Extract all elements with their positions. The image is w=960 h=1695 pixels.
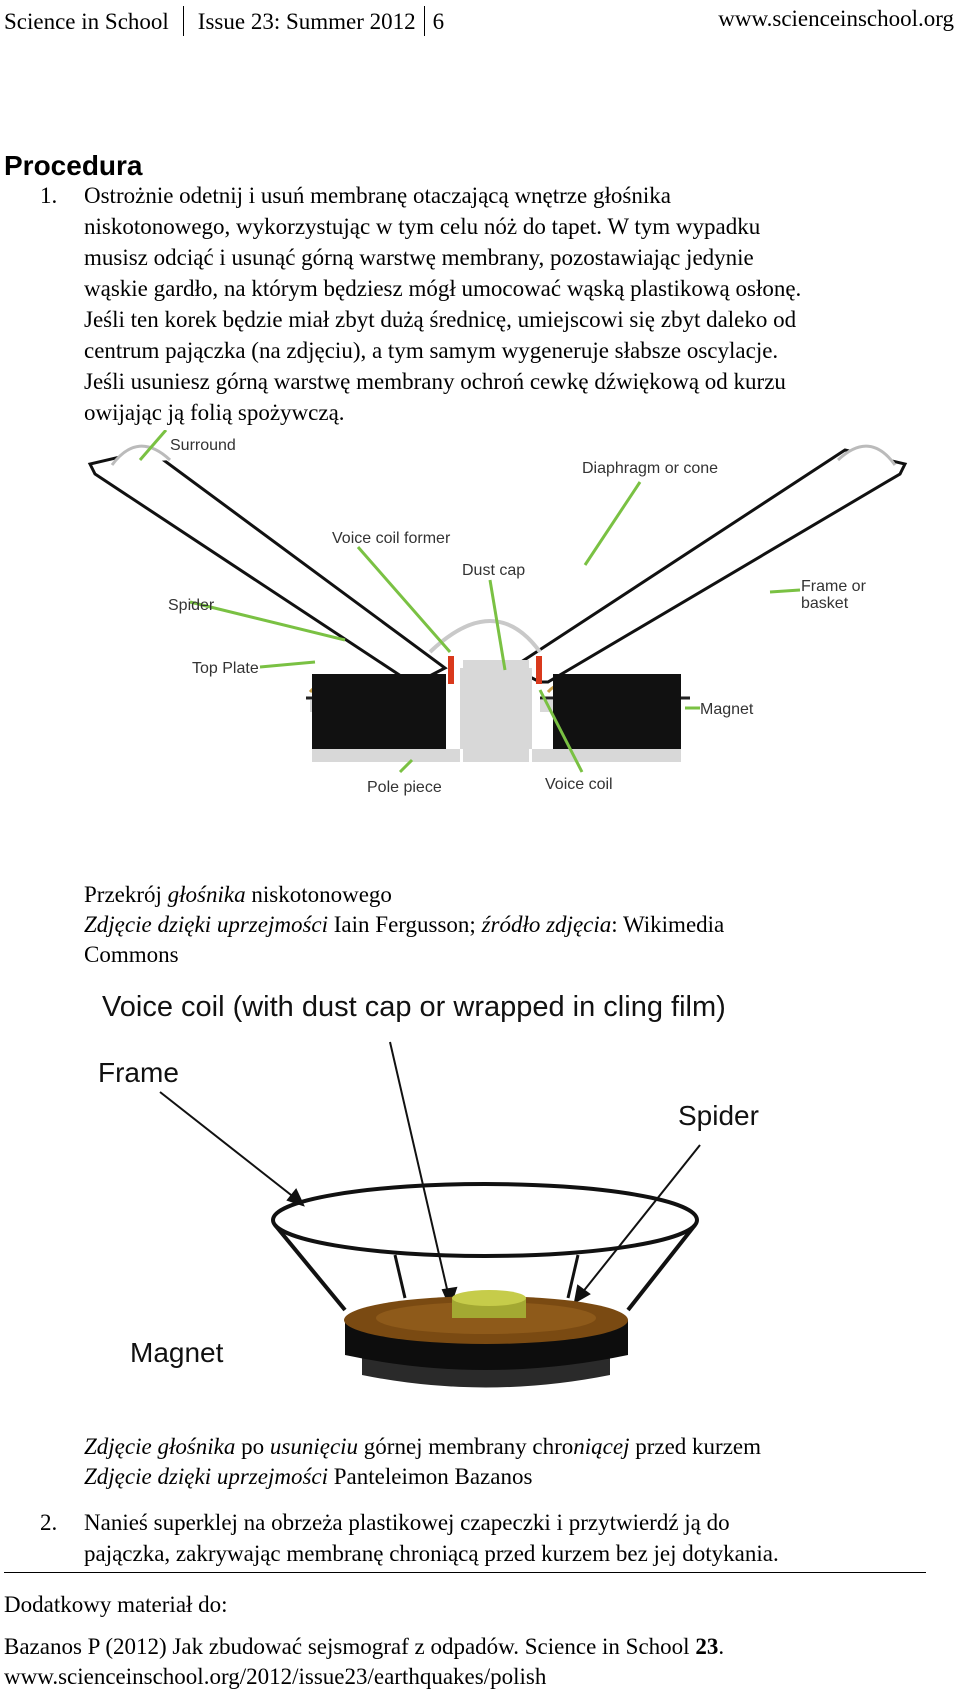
left-cone — [87, 448, 448, 684]
frame-ring — [271, 1182, 699, 1258]
caption-text: górnej membrany chro — [358, 1434, 574, 1459]
reference-volume: 23 — [695, 1634, 719, 1659]
label-voice-coil: Voice coil — [545, 776, 613, 793]
reference-text: . — [718, 1634, 725, 1659]
label-dust-cap: Dust cap — [462, 562, 525, 579]
text-line: Jeśli ten korek będzie miał zbyt dużą śr… — [84, 307, 797, 332]
figure-2-caption: Zdjęcie głośnika po usunięciu górnej mem… — [84, 1432, 954, 1492]
step-1-number: 1. — [40, 183, 58, 208]
caption-text: Przekrój — [84, 882, 168, 907]
page-number: 6 — [432, 9, 445, 34]
caption-text-italic: Zdjęcie głośnika — [84, 1434, 236, 1459]
text-line: Jeśli usuniesz górną warstwę membrany oc… — [84, 369, 786, 394]
header-divider — [182, 6, 184, 36]
left-surround — [110, 444, 172, 466]
section-title: Procedura — [4, 150, 143, 181]
header-url-link[interactable]: www.scienceinschool.org — [718, 6, 954, 31]
caption-text: przed kurzem — [629, 1434, 762, 1459]
text-line: Ostrożnie odetnij i usuń membranę otacza… — [84, 183, 671, 208]
frame-strut-left — [273, 1223, 347, 1312]
label-surround: Surround — [170, 437, 236, 454]
caption-text-italic: usunięciu — [269, 1434, 359, 1459]
text-line: wąskie gardło, na którym będziesz mógł u… — [84, 276, 802, 301]
caption-text: : Wikimedia — [611, 912, 725, 937]
diagram2-title: Voice coil (with dust cap or wrapped in … — [102, 991, 726, 1023]
right-surround — [836, 444, 897, 466]
left-voice-coil — [448, 656, 454, 684]
label-top-plate: Top Plate — [192, 660, 259, 677]
right-voice-coil — [536, 656, 542, 684]
voice-coil-top — [452, 1290, 526, 1306]
speaker-photo-diagram: Voice coil (with dust cap or wrapped in … — [98, 991, 759, 1388]
caption-line: Zdjęcie głośnika po usunięciu górnej mem… — [84, 1432, 954, 1462]
caption-text: niskotonowego — [245, 882, 392, 907]
pole-piece-center — [463, 660, 529, 762]
step-2-number: 2. — [40, 1510, 58, 1535]
footer-divider — [4, 1572, 926, 1573]
reference-line: Bazanos P (2012) Jak zbudować sejsmograf… — [4, 1632, 944, 1662]
caption-line: Zdjęcie dzięki uprzejmości Iain Fergusso… — [84, 910, 954, 940]
footer-reference: Bazanos P (2012) Jak zbudować sejsmograf… — [4, 1632, 944, 1692]
caption-line: Zdjęcie dzięki uprzejmości Panteleimon B… — [84, 1462, 954, 1492]
frame-strut-inner-right — [566, 1254, 580, 1299]
label-magnet: Magnet — [700, 701, 754, 718]
text-line: niskotonowego, wykorzystując w tym celu … — [84, 214, 761, 239]
caption-text-italic: niącej — [573, 1434, 630, 1459]
caption-text-italic: głośnika — [167, 882, 246, 907]
pointer-arrows — [159, 1041, 701, 1309]
label-magnet: Magnet — [130, 1337, 224, 1368]
caption-text-italic: Zdjęcie dzięki uprzejmości — [84, 1464, 329, 1489]
caption-text: Iain Fergusson; — [328, 912, 482, 937]
caption-line: Przekrój głośnika niskotonowego — [84, 880, 954, 910]
right-cone — [508, 448, 908, 684]
label-pole-piece: Pole piece — [367, 779, 442, 796]
label-frame-1: Frame or — [801, 578, 867, 595]
text-line: musisz odciąć i usunąć górną warstwę mem… — [84, 245, 754, 270]
leader-lines — [138, 430, 801, 774]
caption-text: Panteleimon Bazanos — [328, 1464, 533, 1489]
step-2-text: Nanieś superklej na obrzeża plastikowej … — [84, 1507, 954, 1569]
caption-text-italic: źródło zdjęcia — [481, 912, 612, 937]
header-left: Science in School Issue 23: Summer 2012 6 — [4, 6, 444, 36]
left-magnet — [312, 674, 446, 749]
frame-strut-inner-left — [393, 1254, 407, 1299]
frame-strut-right — [626, 1223, 697, 1312]
label-spider: Spider — [678, 1100, 759, 1131]
right-magnet — [553, 674, 681, 749]
reference-url-link[interactable]: www.scienceinschool.org/2012/issue23/ear… — [4, 1664, 547, 1689]
label-diaphragm: Diaphragm or cone — [582, 460, 718, 477]
figure-1-caption: Przekrój głośnika niskotonowego Zdjęcie … — [84, 880, 954, 970]
reference-text: Bazanos P (2012) Jak zbudować sejsmograf… — [4, 1634, 696, 1659]
footer-label: Dodatkowy materiał do: — [4, 1592, 228, 1617]
journal-name: Science in School — [4, 9, 169, 34]
caption-text-italic: Zdjęcie dzięki uprzejmości — [84, 912, 329, 937]
label-frame-2: basket — [801, 595, 849, 612]
text-line: pajączka, zakrywając membranę chroniącą … — [84, 1541, 779, 1566]
text-line: Nanieś superklej na obrzeża plastikowej … — [84, 1510, 730, 1535]
label-spider: Spider — [168, 597, 215, 614]
text-line: owijając ją folią spożywczą. — [84, 400, 345, 425]
text-line: centrum pajączka (na zdjęciu), a tym sam… — [84, 338, 779, 363]
label-voice-coil-former: Voice coil former — [332, 530, 451, 547]
label-frame: Frame — [98, 1057, 179, 1088]
caption-line: Commons — [84, 942, 179, 967]
step-1-text: Ostrożnie odetnij i usuń membranę otacza… — [84, 180, 954, 428]
header-divider — [423, 6, 425, 36]
issue-label: Issue 23: Summer 2012 — [197, 9, 416, 34]
caption-text: po — [235, 1434, 270, 1459]
loudspeaker-cross-section-diagram: Surround Diaphragm or cone Voice coil fo… — [87, 430, 908, 796]
dust-cap — [428, 619, 542, 654]
